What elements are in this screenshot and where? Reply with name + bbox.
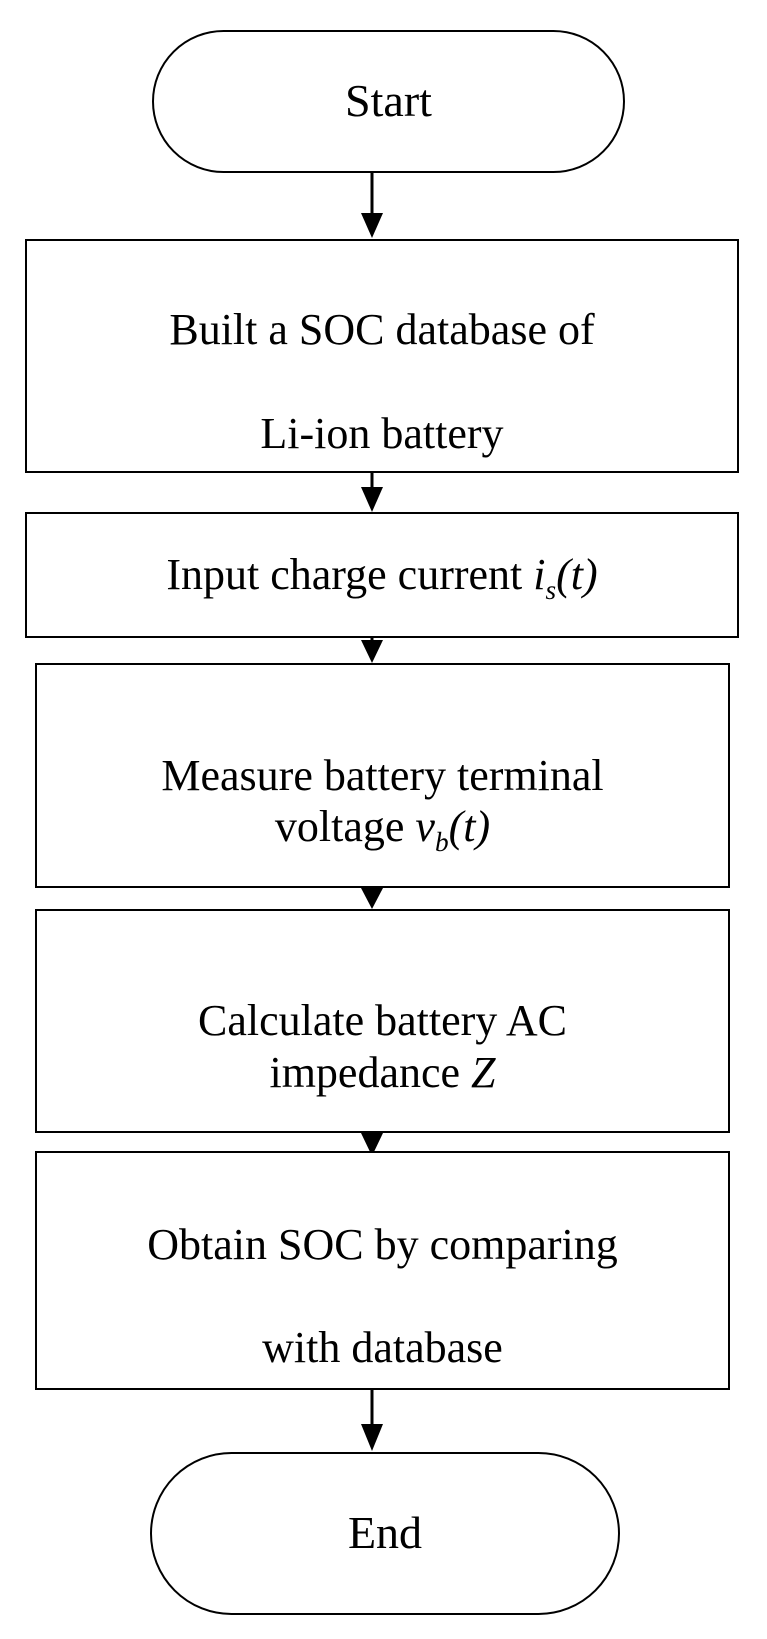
node-end-label: End — [347, 1507, 423, 1559]
edge-obtain-to-end — [359, 1390, 385, 1452]
calculate-impedance-line1: Calculate battery AC — [198, 996, 567, 1046]
edge-build-to-input — [359, 473, 385, 513]
node-start-label: Start — [345, 75, 432, 127]
measure-voltage-line1: Measure battery terminal — [161, 750, 604, 800]
node-obtain-soc[interactable]: Obtain SOC by comparing with database — [35, 1151, 730, 1390]
measure-voltage-variable: v — [415, 802, 435, 852]
node-build-database-label: Built a SOC database of Li-ion battery — [27, 252, 737, 460]
calculate-impedance-variable: Z — [471, 1047, 496, 1097]
build-database-line2: Li-ion battery — [260, 408, 504, 458]
node-start[interactable]: Start — [152, 30, 625, 173]
obtain-soc-line1: Obtain SOC by comparing — [147, 1219, 618, 1269]
node-obtain-soc-label: Obtain SOC by comparing with database — [37, 1167, 728, 1375]
build-database-line1: Built a SOC database of — [169, 305, 595, 355]
measure-voltage-line2-text: voltage — [274, 802, 416, 852]
input-current-variable: i — [533, 550, 546, 600]
measure-voltage-argument: (t) — [448, 802, 491, 852]
node-input-current-label: Input charge current is(t) — [27, 549, 737, 603]
edge-input-to-measure — [359, 638, 385, 664]
obtain-soc-line2: with database — [262, 1323, 503, 1373]
input-current-argument: (t) — [556, 550, 598, 600]
node-end[interactable]: End — [150, 1452, 620, 1615]
calculate-impedance-line2-text: impedance — [269, 1047, 472, 1097]
input-current-subscript: s — [545, 574, 557, 605]
edge-measure-to-calculate — [359, 888, 385, 910]
node-input-current[interactable]: Input charge current is(t) — [25, 512, 739, 638]
node-build-database[interactable]: Built a SOC database of Li-ion battery — [25, 239, 739, 473]
edge-start-to-build — [359, 173, 385, 239]
edge-calculate-to-obtain — [359, 1133, 385, 1157]
input-current-text: Input charge current — [166, 550, 534, 600]
measure-voltage-subscript: b — [434, 827, 449, 858]
